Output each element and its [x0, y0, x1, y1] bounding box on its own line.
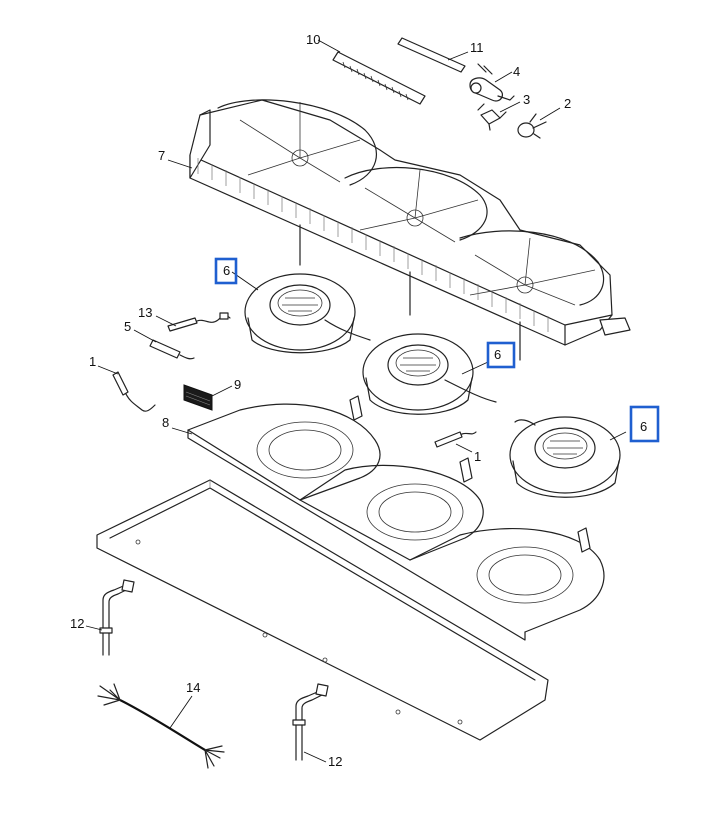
part-4-valve: [469, 63, 515, 102]
callout-8: 8: [162, 415, 169, 430]
callout-6b: 6: [494, 347, 501, 362]
callout-7: 7: [158, 148, 165, 163]
part-7-upper-housing: [189, 99, 631, 361]
callout-11: 11: [470, 40, 484, 55]
callout-labels: 10 11 4 3 2 7 6 6 6 13 5 1 9 8 1 12 14 1…: [70, 32, 647, 769]
callout-12b: 12: [328, 754, 342, 769]
highlight-box-6b: [486, 341, 516, 369]
highlight-boxes: [214, 257, 660, 443]
callout-6c: 6: [640, 419, 647, 434]
highlight-box-6c: [629, 405, 660, 443]
part-9-filter: [183, 384, 213, 411]
callout-5: 5: [124, 319, 131, 334]
part-14-wire-harness: [97, 683, 225, 769]
highlight-box-6a: [214, 257, 238, 285]
part-2-sensor: [517, 113, 547, 139]
callout-10: 10: [306, 32, 320, 47]
part-12-cable-left: [99, 579, 135, 656]
callout-6a: 6: [223, 263, 230, 278]
part-6-blower-fan-2: [362, 333, 497, 415]
part-1-probe-right: [434, 431, 477, 448]
part-10-led-strip: [332, 51, 426, 105]
part-3-connector: [477, 103, 507, 131]
part-5-probe: [149, 339, 195, 360]
callout-9: 9: [234, 377, 241, 392]
part-8-lower-housing: [187, 395, 605, 641]
callout-13: 13: [138, 305, 152, 320]
part-6-blower-fan-1: [244, 273, 371, 354]
part-12-cable-right: [292, 683, 329, 761]
part-13-sensor-cable: [167, 312, 231, 332]
leader-lines: [85, 39, 627, 763]
callout-14: 14: [186, 680, 200, 695]
callout-1a: 1: [89, 354, 96, 369]
part-1-probe-left: [112, 371, 156, 412]
callout-1b: 1: [474, 449, 481, 464]
callout-2: 2: [564, 96, 571, 111]
callout-4: 4: [513, 64, 520, 79]
part-11-strip: [397, 37, 466, 73]
bottom-tray: [96, 479, 549, 741]
callout-3: 3: [523, 92, 530, 107]
part-6-blower-fan-3: [509, 416, 621, 498]
callout-12a: 12: [70, 616, 84, 631]
